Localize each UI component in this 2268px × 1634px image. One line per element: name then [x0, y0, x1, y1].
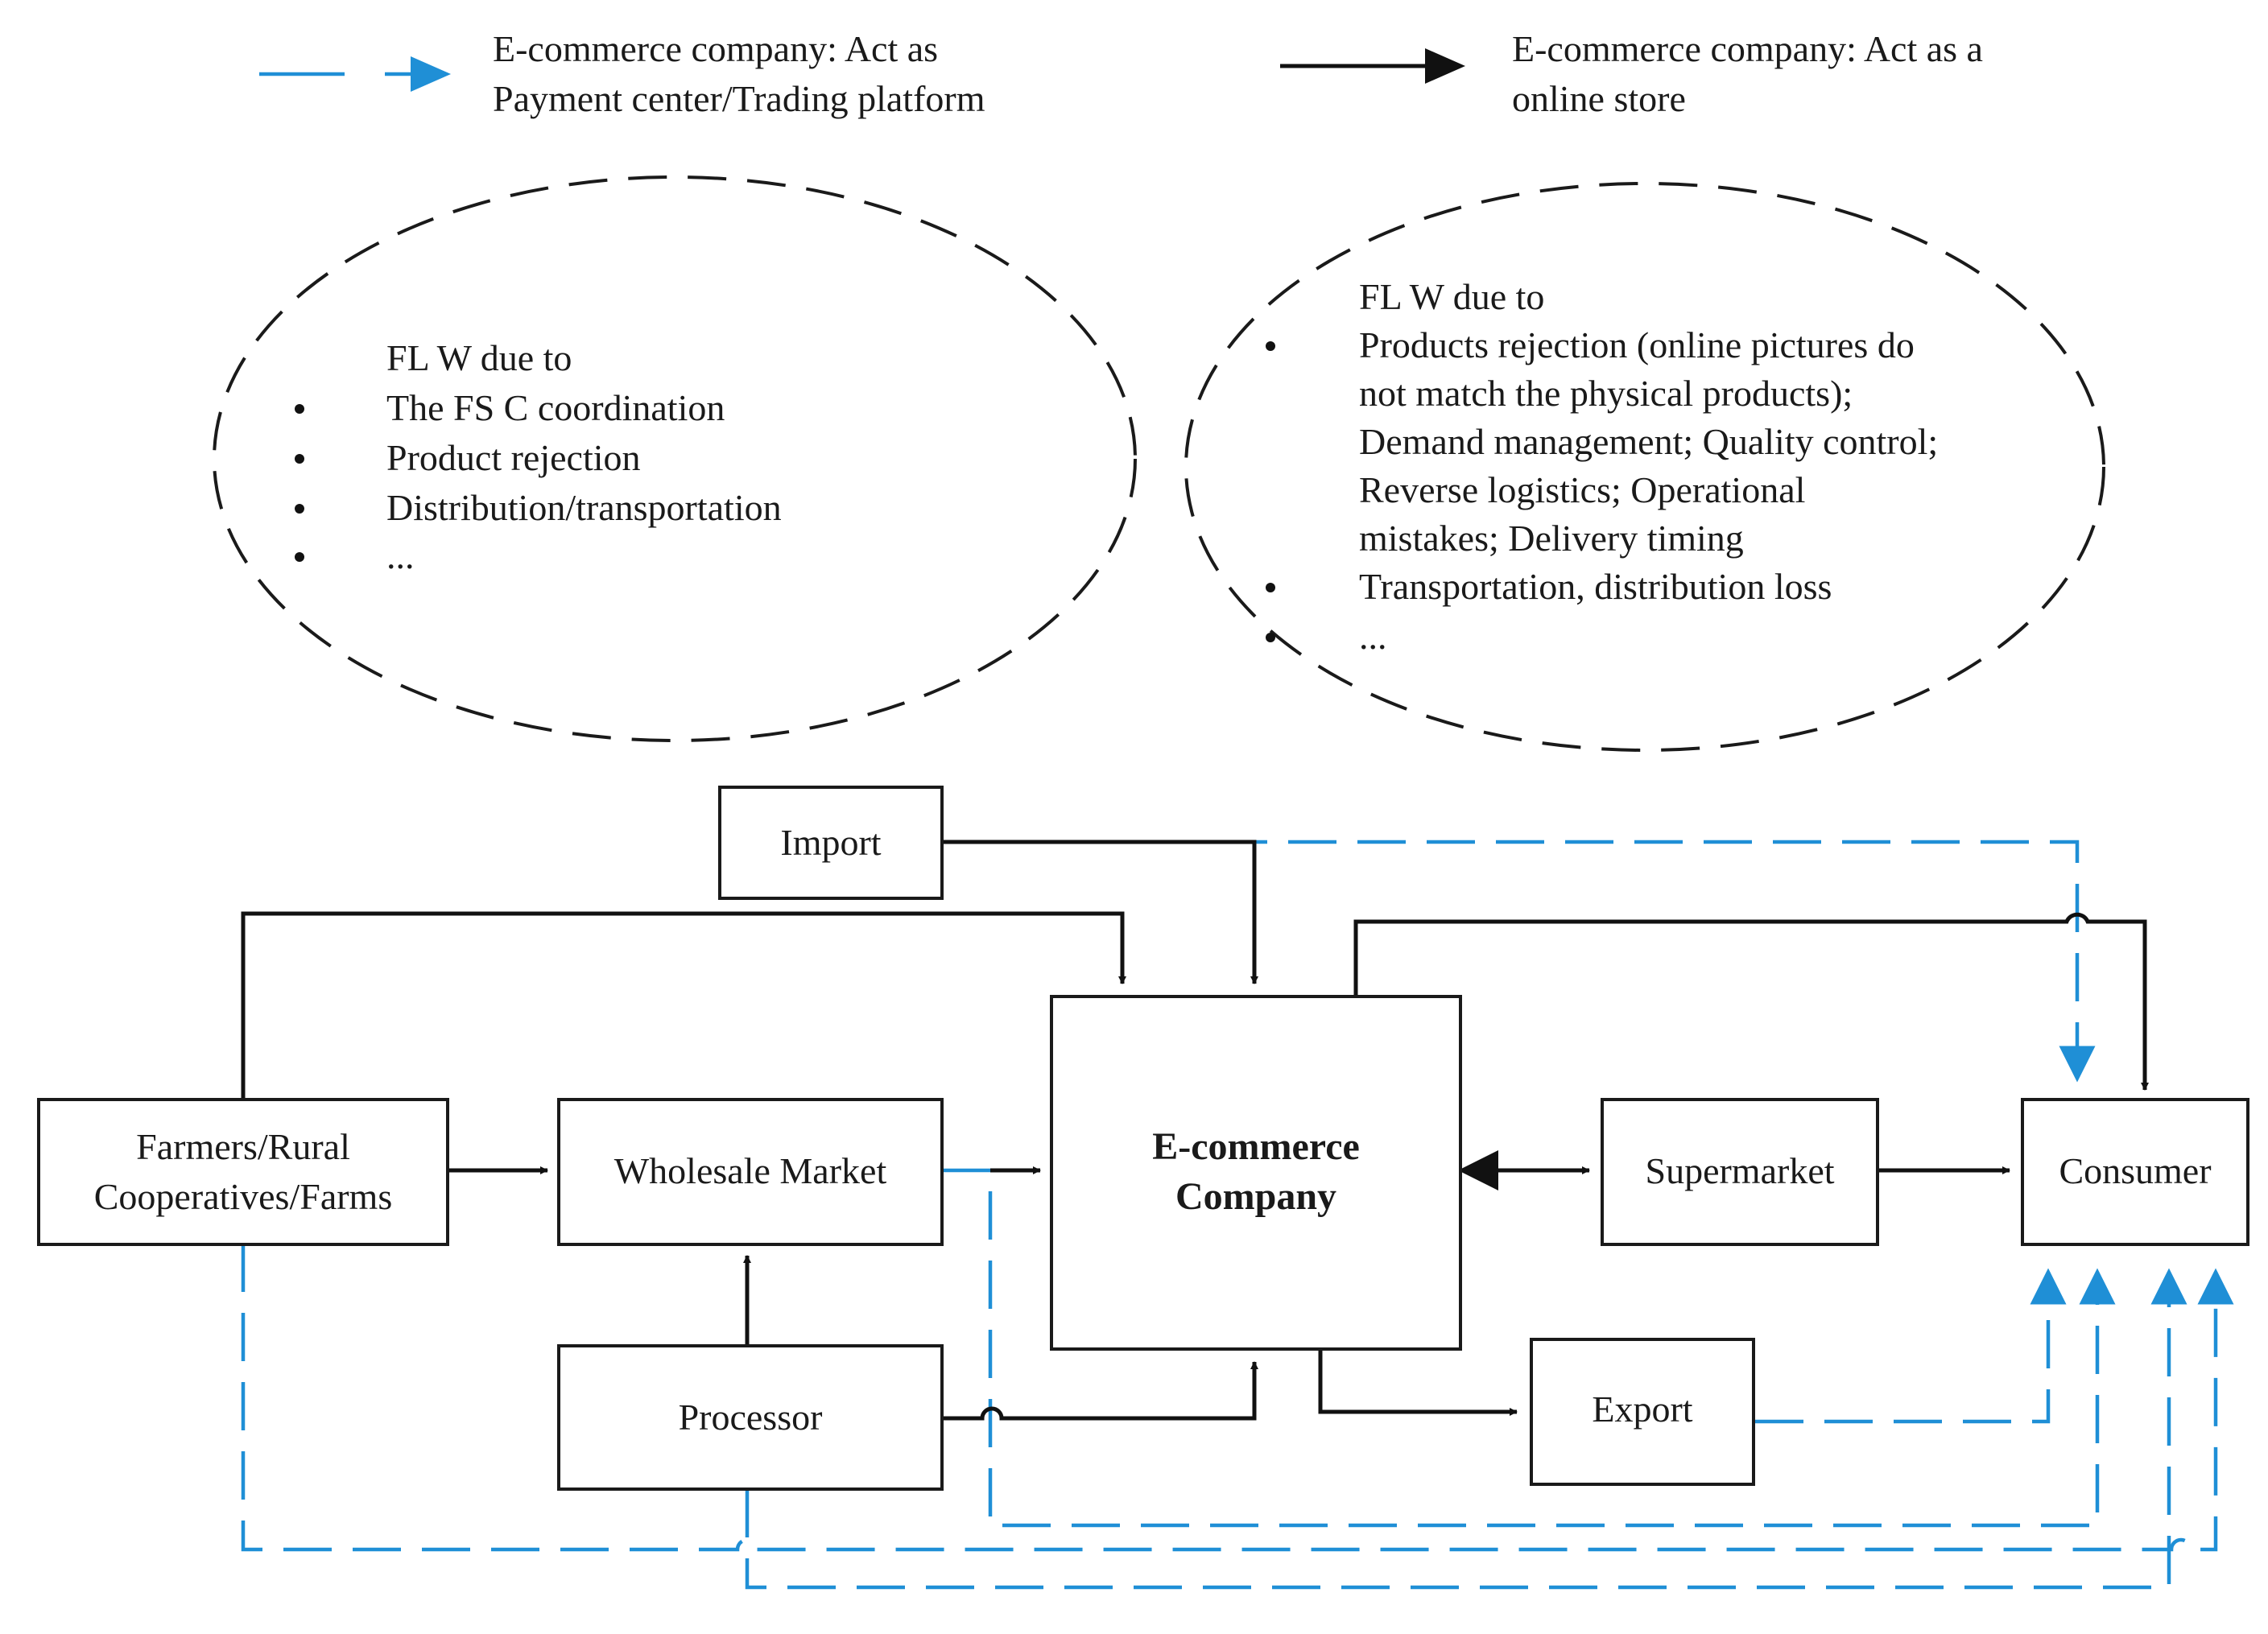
legend-black-label-line2: online store [1512, 78, 1686, 119]
oval-left-item-1: The FS C coordination [386, 387, 725, 428]
oval-left-item-3: Distribution/transportation [386, 487, 782, 528]
legend-black-arrow [1280, 48, 1465, 84]
node-farmers-label-line2: Cooperatives/Farms [94, 1176, 393, 1217]
oval-right-line-3: Demand management; Quality control; [1359, 421, 1938, 462]
flow-import-to-consumer [942, 840, 2096, 1083]
node-farmers: Farmers/Rural Cooperatives/Farms [37, 1098, 449, 1246]
oval-right-line-4: Reverse logistics; Operational [1359, 469, 1805, 510]
legend-black-label-line1: E-commerce company: Act as a [1512, 28, 1983, 69]
flow-processor-to-consumer [745, 1268, 2187, 1590]
oval-right-line-1: Products rejection (online pictures do [1359, 324, 1915, 365]
legend: E-commerce company: Act as Payment cente… [259, 28, 1983, 119]
flow-processor-to-ecommerce [942, 1361, 1258, 1421]
legend-blue-arrow [259, 56, 451, 92]
node-consumer-label: Consumer [2059, 1150, 2211, 1191]
flow-farmers-to-ecommerce [241, 911, 1126, 1099]
node-import: Import [718, 786, 944, 900]
node-import-label: Import [780, 822, 881, 863]
flow-ecommerce-to-consumer [1353, 912, 2149, 1091]
node-ecommerce-company: E-commerce Company [1050, 995, 1462, 1351]
flow-import-to-ecommerce [942, 840, 1258, 984]
legend-blue-label-line2: Payment center/Trading platform [493, 78, 985, 119]
node-wholesale-market: Wholesale Market [557, 1098, 944, 1246]
black-flows [241, 840, 2149, 1421]
oval-left-item-2: Product rejection [386, 437, 641, 478]
node-ecommerce-label-line2: Company [1175, 1175, 1336, 1218]
oval-right-line-2: not match the physical products); [1359, 373, 1853, 414]
oval-left-item-4: ... [386, 535, 415, 576]
node-processor-label: Processor [679, 1397, 823, 1438]
flow-farmers-to-consumer [241, 1244, 2234, 1552]
flow-wholesale-to-consumer [942, 1168, 2116, 1528]
node-wholesale-label: Wholesale Market [614, 1150, 887, 1191]
legend-blue-label-line1: E-commerce company: Act as [493, 28, 938, 69]
node-consumer: Consumer [2021, 1098, 2249, 1246]
oval-right-line-6: Transportation, distribution loss [1359, 566, 1832, 607]
oval-right-line-5: mistakes; Delivery timing [1359, 518, 1744, 559]
oval-right-heading: FL W due to [1359, 276, 1544, 317]
oval-right-loss-note: FL W due to Products rejection (online p… [1184, 182, 2105, 752]
node-supermarket-label: Supermarket [1645, 1150, 1834, 1191]
oval-left-loss-note: FL W due to The FS C coordination Produc… [213, 175, 1137, 742]
flow-ecommerce-to-export [1318, 1348, 1518, 1416]
oval-right-line-7: ... [1359, 616, 1387, 657]
node-processor: Processor [557, 1344, 944, 1491]
flow-export-to-consumer [1755, 1268, 2067, 1424]
node-supermarket: Supermarket [1601, 1098, 1879, 1246]
node-ecommerce-label-line1: E-commerce [1152, 1125, 1360, 1168]
node-farmers-label-line1: Farmers/Rural [136, 1126, 350, 1167]
oval-left-heading: FL W due to [386, 337, 572, 378]
blue-flows [241, 840, 2234, 1590]
node-export-label: Export [1592, 1388, 1692, 1430]
node-export: Export [1530, 1338, 1755, 1486]
